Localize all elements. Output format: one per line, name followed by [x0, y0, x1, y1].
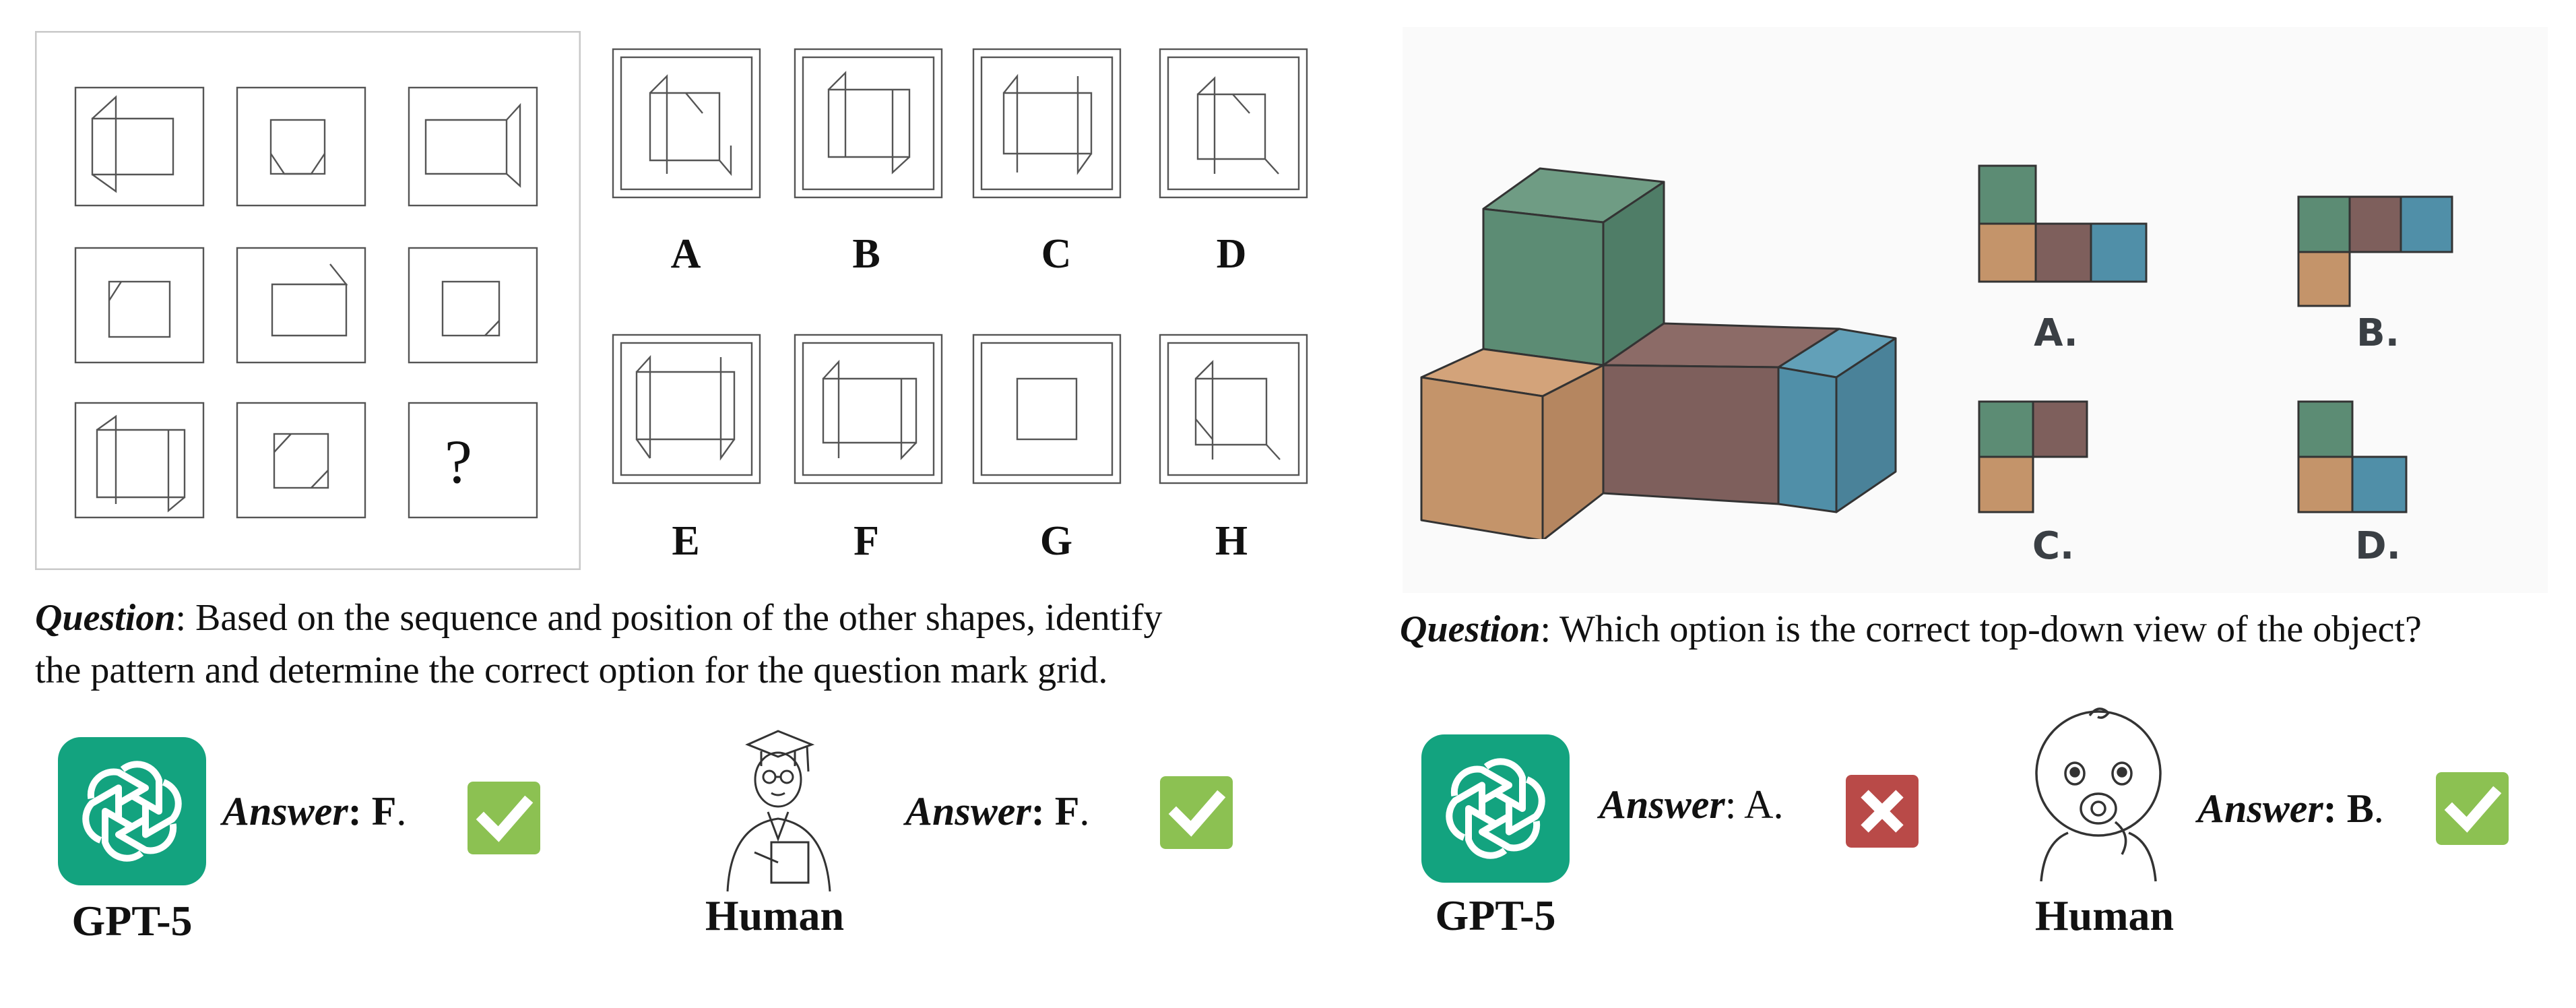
grid-cell-1-1 — [74, 86, 205, 207]
option-figure-e — [612, 334, 761, 484]
correct-check-icon — [2436, 772, 2509, 845]
grid-cell-2-3 — [408, 247, 538, 364]
question-mark-cell-text: ? — [445, 427, 472, 496]
option-label-g: G — [1039, 518, 1073, 564]
option-label-f: F — [854, 518, 879, 564]
puzzle-options-row-1 — [612, 48, 1308, 199]
right-question-body: : Which option is the correct top-down v… — [1540, 608, 2422, 650]
view-option-c — [1978, 400, 2088, 513]
option-figure-f — [794, 334, 943, 484]
grid-cell-3-1 — [74, 402, 205, 519]
gpt-logo-right — [1421, 734, 1570, 883]
option-figure-d — [1159, 48, 1308, 199]
human-name-right: Human — [2034, 891, 2175, 939]
view-label-b: B. — [2356, 311, 2400, 355]
option-label-d: D — [1216, 231, 1247, 277]
graduate-human-icon — [726, 730, 831, 892]
option-label-c: C — [1041, 231, 1072, 277]
openai-logo-icon — [82, 761, 182, 862]
openai-logo-icon — [1446, 758, 1545, 859]
puzzle-options-row-2 — [612, 334, 1308, 484]
option-label-e: E — [672, 518, 700, 564]
correct-check-icon — [1160, 776, 1233, 849]
gpt-answer-left: Answer: F. — [222, 789, 407, 833]
grid-cell-1-3 — [408, 86, 538, 207]
view-option-d — [2297, 400, 2408, 513]
left-question-label: Question — [35, 597, 176, 639]
isometric-cube-object — [1420, 167, 1897, 539]
correct-check-icon — [468, 782, 540, 854]
matrix-puzzle-board — [35, 31, 581, 570]
view-option-a — [1978, 164, 2148, 283]
gpt-answer-right: Answer: A. — [1599, 782, 1784, 827]
option-figure-a — [612, 48, 761, 199]
option-figure-h — [1159, 334, 1308, 484]
grid-cell-1-2 — [236, 86, 366, 207]
right-question-text: Question: Which option is the correct to… — [1400, 603, 2422, 656]
option-figure-b — [794, 48, 943, 199]
human-answer-right: Answer: B. — [2197, 786, 2384, 831]
gpt-name-left: GPT-5 — [71, 897, 193, 945]
grid-cell-2-2 — [236, 247, 366, 364]
view-label-a: A. — [2034, 311, 2078, 355]
left-question-line2: the pattern and determine the correct op… — [35, 650, 1108, 691]
gpt-name-right: GPT-5 — [1435, 891, 1556, 939]
option-figure-c — [972, 48, 1122, 199]
option-label-h: H — [1215, 518, 1248, 564]
left-question-text: Question: Based on the sequence and posi… — [35, 592, 1162, 697]
grid-cell-3-3 — [408, 402, 538, 519]
option-label-b: B — [852, 231, 880, 277]
view-option-b — [2297, 195, 2453, 307]
left-question-line1: : Based on the sequence and position of … — [175, 597, 1163, 639]
human-name-left: Human — [705, 891, 845, 939]
grid-cell-2-1 — [74, 247, 205, 364]
wrong-cross-icon — [1846, 775, 1919, 848]
gpt-logo-left — [58, 737, 206, 885]
view-label-c: C. — [2032, 524, 2075, 568]
grid-cell-3-2 — [236, 402, 366, 519]
view-label-d: D. — [2355, 524, 2401, 568]
human-answer-left: Answer: F. — [905, 789, 1090, 833]
option-figure-g — [972, 334, 1122, 484]
right-question-label: Question — [1400, 608, 1541, 650]
baby-human-icon — [2035, 707, 2162, 882]
option-label-a: A — [670, 231, 701, 277]
